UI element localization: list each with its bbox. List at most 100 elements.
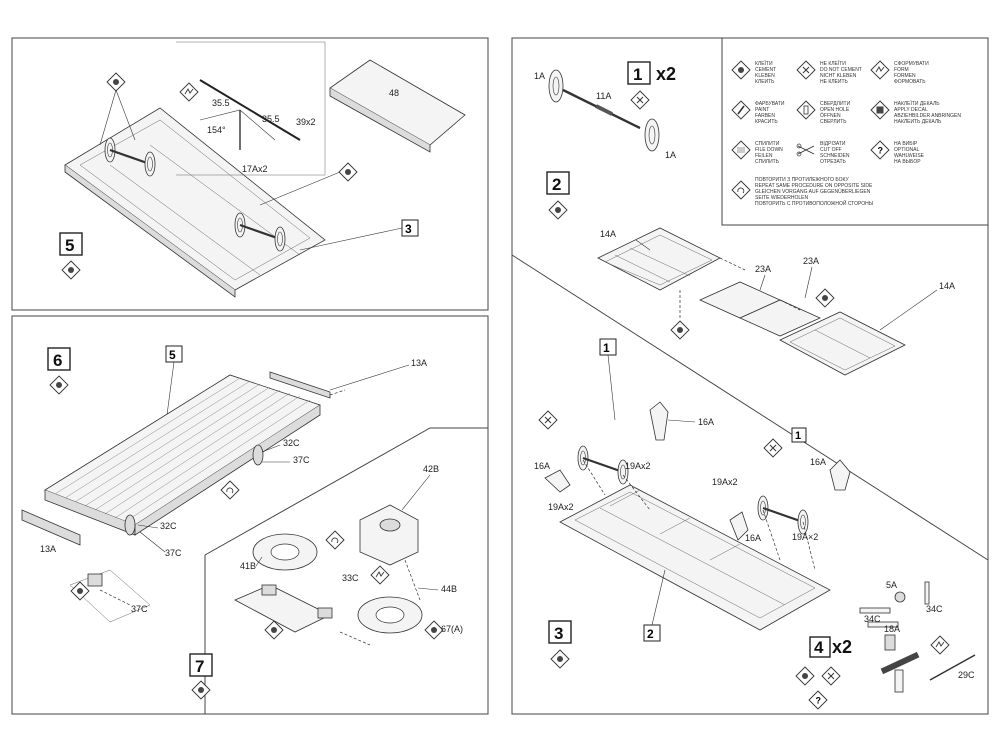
svg-text:1A: 1A	[665, 150, 676, 160]
cement-icon	[113, 79, 119, 85]
svg-text:13A: 13A	[411, 358, 427, 368]
svg-text:48: 48	[389, 88, 399, 98]
cement-icon	[68, 267, 74, 273]
svg-text:42B: 42B	[423, 464, 439, 474]
svg-text:39x2: 39x2	[296, 117, 316, 127]
cement-icon	[557, 656, 563, 662]
form-icon	[184, 88, 194, 95]
svg-text:НА ВИБІР: НА ВИБІР	[894, 141, 918, 147]
flatcar-deck	[21, 371, 331, 546]
svg-text:5: 5	[65, 236, 74, 255]
svg-text:FORMEN: FORMEN	[894, 73, 916, 79]
legend-item-decal: НАКЛЕЇТИ ДЕКАЛЬ APPLY DECAL ABZIEHBILDER…	[870, 100, 961, 125]
svg-text:OPEN HOLE: OPEN HOLE	[820, 107, 850, 113]
svg-text:APPLY DECAL: APPLY DECAL	[894, 107, 928, 113]
form-icon	[375, 571, 385, 578]
repeat-icon	[226, 487, 234, 494]
no-cement-icon	[544, 416, 552, 424]
svg-text:67(A): 67(A)	[441, 624, 463, 634]
svg-text:11A: 11A	[596, 91, 611, 101]
svg-text:НА ВЫБОР: НА ВЫБОР	[894, 159, 921, 165]
svg-text:5: 5	[169, 348, 176, 362]
svg-text:FARBEN: FARBEN	[755, 113, 775, 119]
svg-text:СВЕРЛИТЬ: СВЕРЛИТЬ	[820, 119, 847, 125]
drill-icon	[803, 105, 809, 115]
cement-icon	[738, 67, 744, 73]
wheelset-1a	[548, 69, 660, 152]
svg-text:4: 4	[814, 638, 824, 657]
svg-text:ФАРБУВАТИ: ФАРБУВАТИ	[755, 101, 785, 107]
legend-item-repeat: ПОВТОРИТИ З ПРОТИЛЕЖНОГО БОКУ REPEAT SAM…	[731, 177, 874, 207]
brake-parts	[859, 581, 976, 693]
legend-item-cut-off: ВІДРІЗАТИ CUT OFF SCHNEIDEN ОТРЕЗАТЬ	[796, 141, 850, 165]
svg-text:32C: 32C	[160, 521, 177, 531]
frame-14a-left	[597, 227, 721, 291]
svg-text:FORM: FORM	[894, 67, 909, 73]
svg-text:КЛЕИТЬ: КЛЕИТЬ	[755, 79, 775, 85]
svg-text:CEMENT: CEMENT	[755, 67, 776, 73]
svg-text:2: 2	[552, 175, 561, 194]
cement-icon	[345, 169, 351, 175]
step-5: 48 35.5 35.5 154° 39x2 17Ax2 3 5	[59, 41, 466, 298]
svg-text:32C: 32C	[283, 438, 300, 448]
inset-platform	[234, 584, 333, 633]
svg-text:41B: 41B	[240, 561, 256, 571]
svg-text:KLEBEN: KLEBEN	[755, 73, 775, 79]
step-4: 4 x2 ? 5A 34C 34C 18A 29C	[795, 580, 976, 710]
svg-text:SEITE WIEDERHOLEN: SEITE WIEDERHOLEN	[755, 195, 808, 201]
svg-text:НЕ КЛЕИТЬ: НЕ КЛЕИТЬ	[820, 79, 849, 85]
svg-text:17Ax2: 17Ax2	[242, 164, 268, 174]
chassis-frame-step3	[559, 484, 831, 631]
no-cement-icon	[769, 444, 777, 452]
no-cement-icon	[802, 66, 810, 74]
svg-text:14A: 14A	[600, 229, 616, 239]
svg-text:37C: 37C	[165, 548, 182, 558]
svg-text:x2: x2	[656, 64, 676, 84]
legend-item-paint: ФАРБУВАТИ PAINT FARBEN КРАСИТЬ	[731, 100, 785, 125]
svg-text:3: 3	[405, 222, 412, 236]
svg-text:37C: 37C	[131, 604, 148, 614]
svg-text:19Ax2: 19Ax2	[712, 477, 738, 487]
cement-icon	[802, 673, 808, 679]
svg-text:PAINT: PAINT	[755, 107, 769, 113]
svg-text:СПИЛИТЬ: СПИЛИТЬ	[755, 159, 780, 165]
svg-text:ABZIEHBILDER ANBRINGEN: ABZIEHBILDER ANBRINGEN	[894, 113, 961, 119]
svg-text:16A: 16A	[745, 533, 761, 543]
no-cement-icon	[636, 96, 644, 104]
svg-text:1: 1	[633, 65, 642, 84]
svg-text:37C: 37C	[293, 455, 310, 465]
panel-step-5	[11, 37, 489, 311]
cement-icon	[431, 627, 437, 633]
stand-41b	[252, 533, 423, 634]
chassis-frame-step5	[64, 107, 326, 298]
svg-text:ВІДРІЗАТИ: ВІДРІЗАТИ	[820, 141, 846, 147]
svg-text:NICHT KLEBEN: NICHT KLEBEN	[820, 73, 857, 79]
svg-text:1: 1	[603, 341, 610, 355]
svg-text:16A: 16A	[810, 457, 826, 467]
svg-text:19Ax2: 19Ax2	[625, 461, 651, 471]
svg-text:35.5: 35.5	[212, 98, 230, 108]
legend-item-drill: СВЕРДЛИТИ OPEN HOLE ÖFFNEN СВЕРЛИТЬ	[796, 100, 851, 125]
svg-text:ПОВТОРИТИ З ПРОТИЛЕЖНОГО БОКУ: ПОВТОРИТИ З ПРОТИЛЕЖНОГО БОКУ	[755, 177, 849, 183]
no-cement-icon	[827, 672, 835, 680]
svg-text:14A: 14A	[939, 281, 955, 291]
panel-steps-6-7	[11, 315, 489, 715]
form-icon	[935, 641, 945, 648]
svg-text:FILE DOWN: FILE DOWN	[755, 147, 783, 153]
svg-text:6: 6	[53, 351, 62, 370]
svg-text:DO NOT CEMENT: DO NOT CEMENT	[820, 67, 862, 73]
svg-text:ОТРЕЗАТЬ: ОТРЕЗАТЬ	[820, 159, 847, 165]
optional-icon: ?	[816, 696, 822, 706]
svg-text:FEILEN: FEILEN	[755, 153, 773, 159]
svg-text:3: 3	[554, 624, 563, 643]
svg-text:КЛЕЇТИ: КЛЕЇТИ	[755, 60, 773, 67]
legend-box: КЛЕЇТИ CEMENT KLEBEN КЛЕИТЬ НЕ КЛЕЇТИ DO…	[731, 60, 961, 207]
svg-text:СПИЛИТИ: СПИЛИТИ	[755, 141, 780, 147]
legend-item-cement: КЛЕЇТИ CEMENT KLEBEN КЛЕИТЬ	[731, 60, 776, 85]
svg-text:НАКЛЕИТЬ ДЕКАЛЬ: НАКЛЕИТЬ ДЕКАЛЬ	[894, 119, 942, 125]
svg-text:ФОРМОВАТЬ: ФОРМОВАТЬ	[894, 79, 926, 85]
svg-text:19Ax2: 19Ax2	[548, 502, 574, 512]
svg-text:18A: 18A	[884, 624, 900, 634]
brake-wheel-housing-42b	[359, 504, 419, 566]
